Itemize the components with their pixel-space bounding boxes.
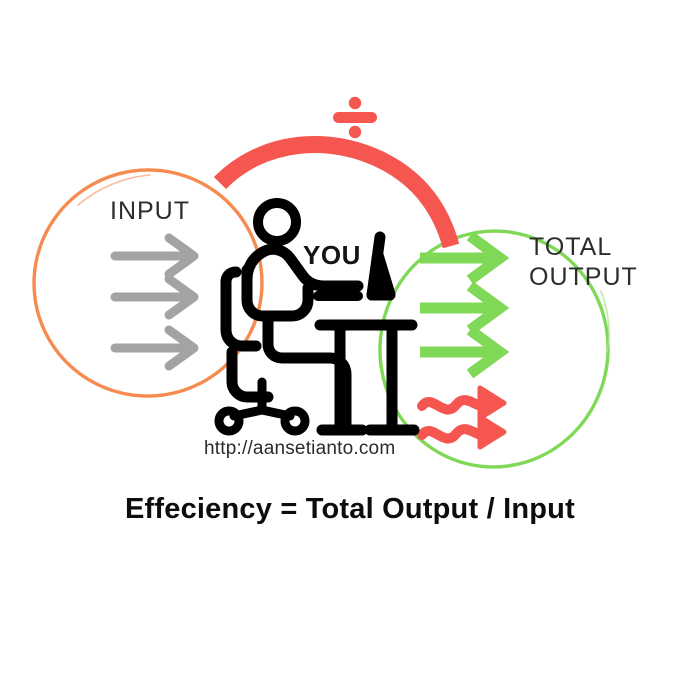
input-circle xyxy=(32,168,264,398)
arrow-right-icon xyxy=(110,325,199,371)
arrow-right-icon xyxy=(420,231,510,285)
divide-icon xyxy=(333,96,377,139)
person-at-desk-icon xyxy=(214,198,420,436)
efficiency-formula: Effeciency = Total Output / Input xyxy=(125,493,575,525)
wavy-arrow-right-icon xyxy=(417,414,507,450)
waste-arrows xyxy=(417,385,507,450)
output-arrows xyxy=(420,231,510,379)
arrow-right-icon xyxy=(420,325,510,379)
output-circle xyxy=(378,229,610,469)
arrow-right-icon xyxy=(110,233,199,279)
red-arc-icon xyxy=(213,136,460,249)
site-url-text: http://aansetianto.com xyxy=(204,438,396,459)
arrow-right-icon xyxy=(110,274,199,320)
arrow-right-icon xyxy=(420,281,510,335)
input-arrows xyxy=(110,233,199,371)
you-label: YOU xyxy=(303,240,361,270)
total-output-label: TOTAL OUTPUT xyxy=(529,233,638,291)
wavy-arrow-right-icon xyxy=(417,385,507,421)
input-label: INPUT xyxy=(110,197,190,225)
